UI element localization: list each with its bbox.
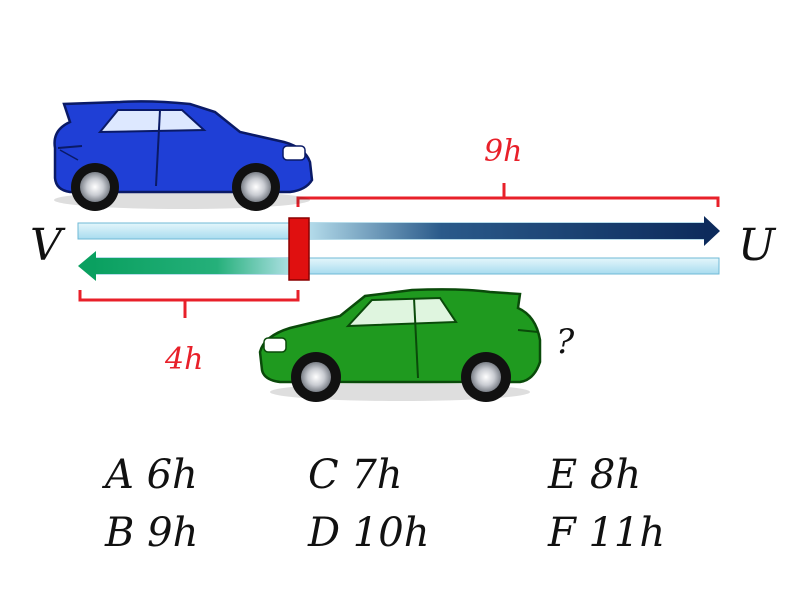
option-d: D 10h [308,510,429,556]
city-label-v: V [30,220,62,271]
option-d-letter: D [308,510,341,556]
blue-trip-track [77,216,720,246]
green-duration-bracket [78,290,300,318]
blue-car [53,100,314,211]
option-f: F 11h [548,510,665,556]
city-label-u: U [738,220,776,271]
blue-trip-arrow [298,223,708,239]
unknown-duration-label: ? [556,322,575,362]
green-trip-track [78,251,720,281]
meeting-point-marker [288,217,310,281]
option-d-value: 10h [352,510,430,556]
option-c-value: 7h [351,452,403,498]
blue-arrow-head [704,216,720,246]
option-b-letter: B [105,510,135,556]
option-b-value: 9h [147,510,199,556]
option-f-value: 11h [588,510,666,556]
option-c-letter: C [308,452,339,498]
option-b: B 9h [105,510,198,556]
option-e-value: 8h [589,452,642,498]
green-car [258,288,542,402]
option-a-value: 6h [146,452,198,498]
option-a-letter: A [105,452,134,498]
green-duration-label: 4h [165,342,204,377]
blue-duration-label: 9h [484,134,523,169]
option-a: A 6h [105,452,198,498]
option-c: C 7h [308,452,403,498]
green-arrow-head [78,251,96,281]
blue-duration-bracket [296,183,720,207]
green-trip-arrow [92,258,300,274]
option-e: E 8h [548,452,641,498]
option-e-letter: E [548,452,578,498]
option-f-letter: F [548,510,576,556]
